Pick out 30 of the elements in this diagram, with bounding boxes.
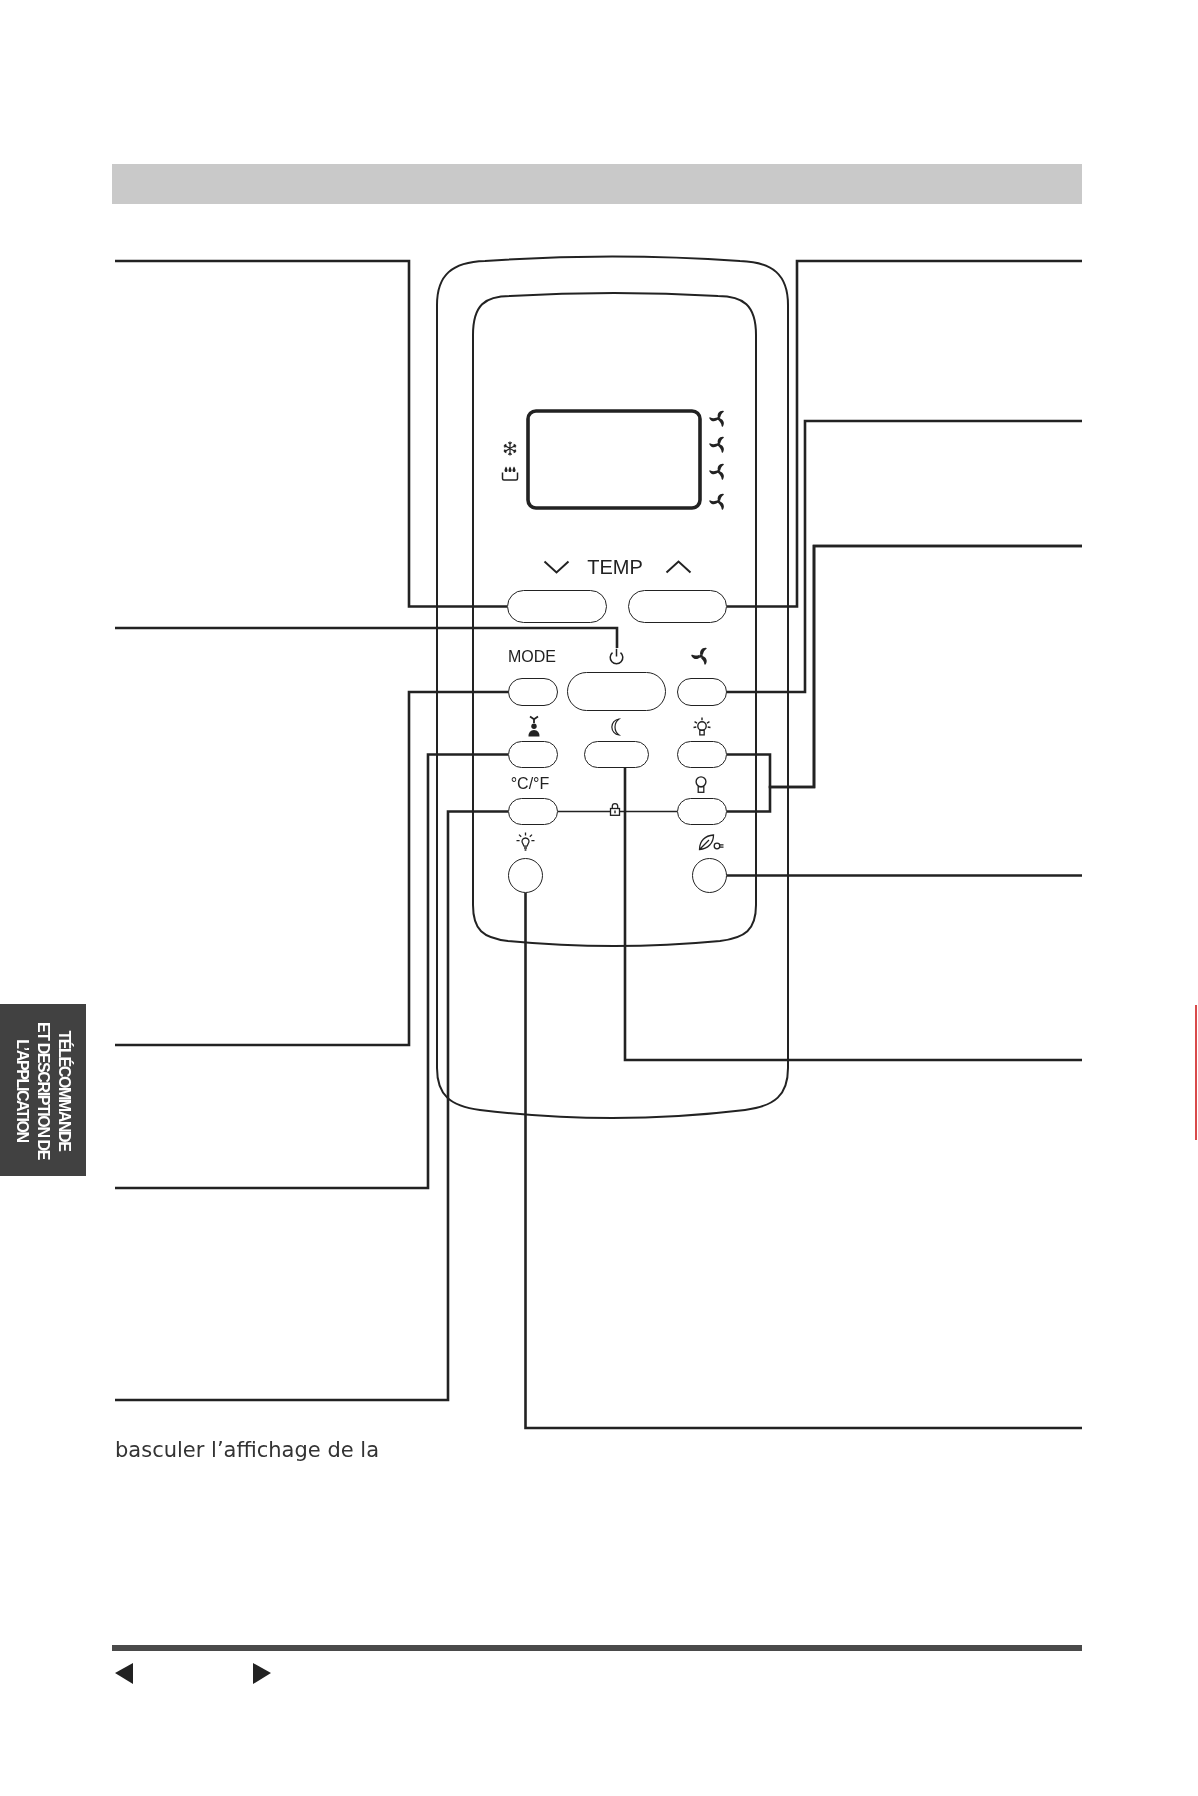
remote-button (508, 741, 558, 768)
leader-line (115, 753, 508, 1190)
round-remote-button (508, 858, 543, 893)
leader-line (623, 768, 1082, 1062)
remote-label: TEMP (587, 557, 643, 577)
leader-line (115, 259, 507, 608)
power-icon (608, 648, 625, 665)
leader-line (115, 810, 508, 1402)
connector-line (557, 810, 678, 813)
remote-button (677, 798, 727, 825)
tab-title: TÉLÉCOMMANDE ET DESCRIPTION DE L’APPLICATION (12, 1020, 75, 1160)
body-text: basculer l’affichage de la (115, 1439, 380, 1461)
remote-button (567, 672, 666, 711)
button-caption: MODE (508, 649, 556, 665)
leader-line (524, 893, 1082, 1430)
remote-button (508, 798, 558, 825)
round-remote-button (692, 858, 727, 893)
leader-line (727, 419, 1082, 694)
leader-line (727, 874, 1082, 877)
leader-line (115, 690, 508, 1047)
leader-line (727, 259, 1082, 608)
remote-button (677, 678, 727, 706)
remote-button (507, 590, 607, 623)
leader-line (115, 626, 619, 648)
section-tab (0, 1004, 86, 1176)
button-caption: °C/°F (510, 776, 550, 792)
remote-button (508, 678, 558, 706)
remote-button (677, 741, 727, 768)
remote-button (584, 741, 649, 768)
remote-button (628, 590, 727, 623)
